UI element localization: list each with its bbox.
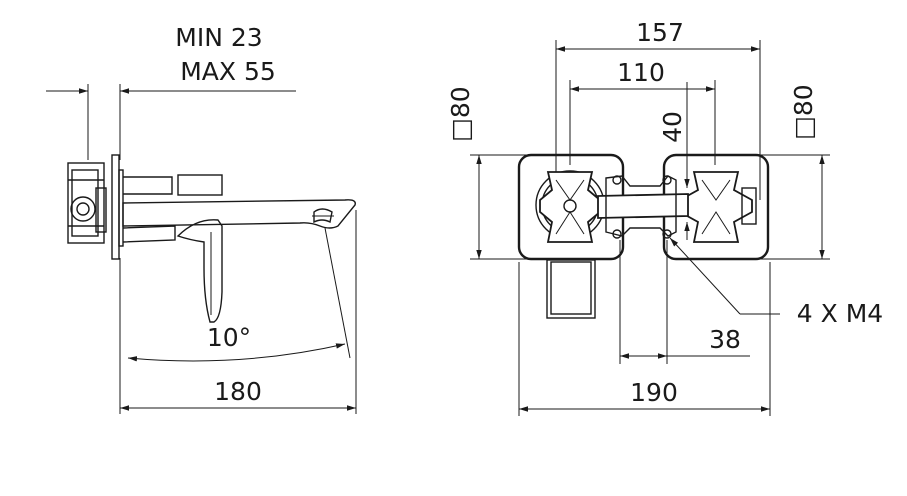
length-label: 180: [214, 377, 262, 406]
height-spout-dimension: 40: [658, 82, 690, 240]
base-width-label: 190: [630, 378, 678, 407]
screw-spacing-dimension: 38: [619, 240, 750, 364]
length-dimension: 180: [119, 210, 357, 414]
square-left-label: □80: [446, 86, 475, 141]
width-centers-dimension: 110: [569, 58, 716, 165]
angle-label: 10°: [207, 323, 251, 352]
width-centers-label: 110: [617, 58, 665, 87]
depth-min-label: MIN 23: [175, 23, 262, 52]
side-view: MIN 23 MAX 55: [46, 23, 357, 414]
screws-label: 4 X M4: [797, 299, 883, 328]
screw-holes: [612, 175, 672, 239]
square-right-dimension: □80: [760, 84, 830, 260]
screw-spacing-label: 38: [709, 325, 741, 354]
wall-plate: [111, 154, 124, 260]
height-spout-label: 40: [658, 111, 687, 143]
screws-callout: 4 X M4: [669, 237, 883, 328]
width-total-label: 157: [636, 18, 684, 47]
valve-body: [67, 162, 107, 244]
spout-bar: [597, 175, 689, 237]
base-width-dimension: 190: [518, 262, 771, 416]
left-handle: [535, 170, 605, 243]
depth-dimension: [46, 84, 296, 160]
square-left-dimension: □80: [446, 86, 530, 260]
right-handle: [679, 171, 757, 243]
angle-dimension: 10°: [127, 227, 351, 362]
front-view: 157 110 40 □80 □80: [446, 18, 883, 416]
lever-handle: [176, 219, 223, 323]
depth-max-label: MAX 55: [180, 57, 276, 86]
square-right-label: □80: [789, 84, 818, 139]
spout: [122, 174, 356, 243]
